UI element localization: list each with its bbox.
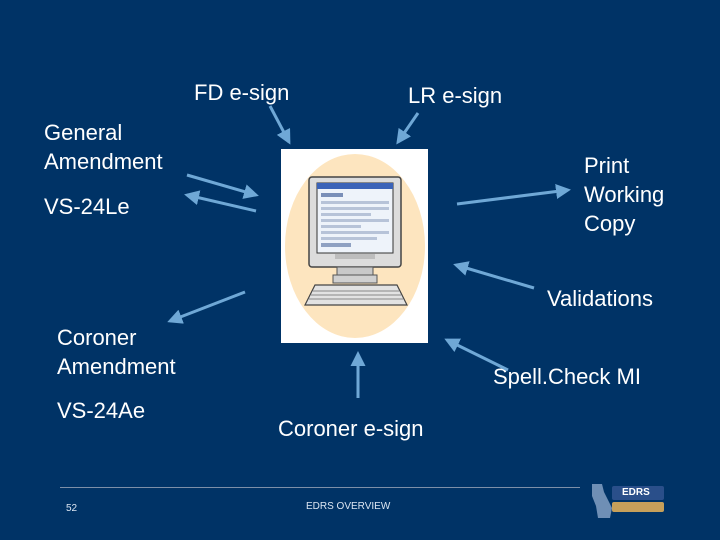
arrow-general-amendment (186, 173, 259, 199)
footer-title: EDRS OVERVIEW (306, 501, 391, 512)
spellcheck-label: Spell.Check MI (493, 364, 641, 389)
edrs-logo: EDRS (588, 478, 668, 520)
coroner-esign-label: Coroner e-sign (278, 416, 424, 441)
arrow-fd-esign (268, 105, 291, 145)
footer-divider (60, 487, 580, 488)
fd-esign-label: FD e-sign (194, 80, 290, 105)
arrow-lr-esign (396, 112, 420, 145)
arrow-vs24le (184, 190, 257, 213)
edrs-logo-icon (592, 484, 664, 518)
arrow-coroner-amendment (167, 290, 246, 324)
vs24ae-label: VS-24Ae (57, 398, 146, 423)
vs24le-label: VS-24Le (44, 194, 130, 219)
computer-illustration (281, 149, 428, 343)
coroner-amendment-label: Coroner Amendment (57, 325, 176, 379)
arrow-spellcheck (444, 338, 509, 372)
validations-label: Validations (547, 286, 653, 311)
logo-text: EDRS (622, 487, 650, 498)
arrow-print-working-copy (456, 184, 571, 206)
print-working-copy-label: Print Working Copy (584, 153, 665, 236)
page-number: 52 (66, 503, 78, 514)
computer-icon (285, 154, 425, 338)
arrow-validations (453, 261, 535, 290)
lr-esign-label: LR e-sign (408, 83, 503, 108)
general-amendment-label: General Amendment (44, 120, 163, 174)
